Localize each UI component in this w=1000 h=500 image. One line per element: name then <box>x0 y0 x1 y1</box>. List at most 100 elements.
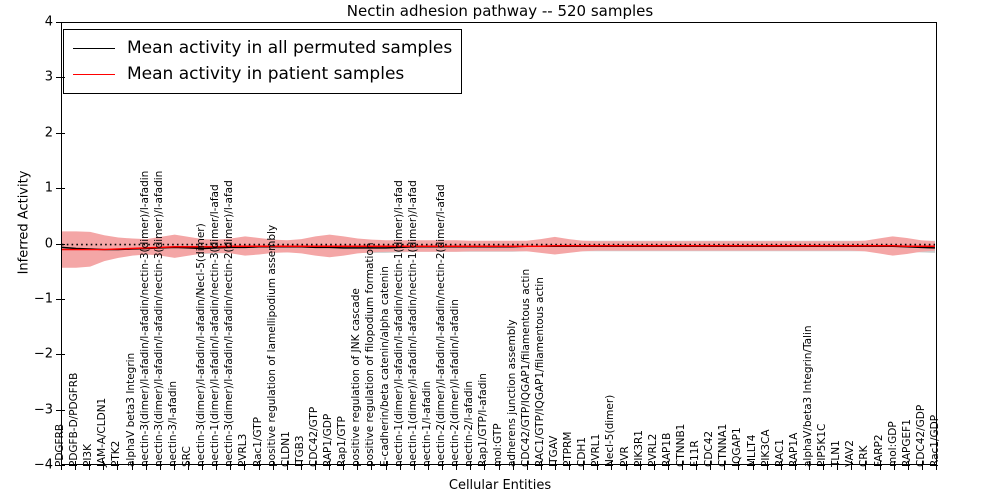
x-tick-mark-inner <box>667 461 669 465</box>
x-tick-mark-inner <box>258 461 260 465</box>
x-tick-mark-inner <box>526 461 528 465</box>
x-tick-mark <box>653 465 655 470</box>
x-tick-mark <box>399 465 401 470</box>
y-tick-mark-inner <box>61 465 65 466</box>
x-tick-label: alphaV/beta3 Integrin/Talin <box>801 325 814 467</box>
x-tick-mark <box>385 465 387 470</box>
x-tick-label: Rac1/GTP <box>251 417 264 467</box>
x-tick-label: positive regulation of lamellipodium ass… <box>265 224 278 467</box>
x-tick-mark <box>540 465 542 470</box>
x-tick-label: CRK <box>858 445 871 467</box>
x-tick-label: JAM-A/CLDN1 <box>96 397 109 467</box>
x-tick-mark <box>710 465 712 470</box>
x-tick-label: PI3K <box>82 444 95 467</box>
x-tick-mark <box>470 465 472 470</box>
x-tick-label: positive regulation of JNK cascade <box>350 288 363 467</box>
x-tick-mark <box>413 465 415 470</box>
y-tick-label: −3 <box>33 402 53 418</box>
x-tick-mark <box>794 465 796 470</box>
x-tick-mark-inner <box>117 461 119 465</box>
x-tick-label: VAV2 <box>844 440 857 467</box>
x-tick-mark-inner <box>371 461 373 465</box>
x-tick-mark-inner <box>681 461 683 465</box>
x-tick-mark-inner <box>300 461 302 465</box>
x-tick-mark-inner <box>540 461 542 465</box>
x-tick-mark-inner <box>272 461 274 465</box>
x-tick-mark-inner <box>780 461 782 465</box>
x-tick-mark-inner <box>413 461 415 465</box>
x-tick-label: positive regulation of filopodium format… <box>364 242 377 467</box>
x-tick-mark <box>639 465 641 470</box>
legend-label-patient: Mean activity in patient samples <box>127 64 405 84</box>
x-tick-label: nectin-3(dimer)/l-afadin/l-afadin/Necl-5… <box>195 223 208 467</box>
legend-swatch-patient <box>73 73 115 75</box>
x-tick-mark-inner <box>611 461 613 465</box>
x-tick-label: SRC <box>181 446 194 467</box>
x-tick-label: nectin-3/l-afadin <box>166 380 179 467</box>
x-tick-label: nectin-3(dimer)/l-afadin/l-afadin/nectin… <box>138 170 151 467</box>
x-tick-label: mol:GDP <box>886 421 899 467</box>
x-tick-mark-inner <box>893 461 895 465</box>
x-tick-label: IQGAP1 <box>731 427 744 467</box>
x-tick-mark <box>159 465 161 470</box>
x-tick-mark <box>286 465 288 470</box>
y-tick-label: 0 <box>44 236 53 251</box>
x-tick-label: nectin-2(dimer)/l-afadin/l-afadin <box>449 299 462 467</box>
x-tick-mark <box>851 465 853 470</box>
x-tick-mark-inner <box>343 461 345 465</box>
y-tick-mark <box>56 22 61 23</box>
y-tick-label: 1 <box>44 180 53 196</box>
x-tick-mark-inner <box>639 461 641 465</box>
x-tick-label: alphaV beta3 Integrin <box>124 352 137 467</box>
y-tick-mark-inner <box>61 409 65 411</box>
x-tick-label: CTNNB1 <box>674 423 687 467</box>
x-tick-label: RAP1/GDP <box>322 413 335 467</box>
x-tick-mark <box>936 465 937 470</box>
x-tick-mark <box>484 465 486 470</box>
x-tick-mark-inner <box>216 461 218 465</box>
x-tick-label: TLN1 <box>830 440 843 467</box>
legend: Mean activity in all permuted samples Me… <box>63 29 463 94</box>
x-tick-label: RAC1 <box>773 439 786 467</box>
x-tick-mark <box>145 465 147 470</box>
y-tick-label: −2 <box>33 346 53 362</box>
x-tick-mark-inner <box>286 461 288 465</box>
y-tick-mark <box>56 77 61 79</box>
x-tick-mark-inner <box>512 461 514 465</box>
x-tick-label: nectin-1(dimer)/l-afadin/l-afadin/nectin… <box>209 184 222 467</box>
x-tick-mark-inner <box>427 461 429 465</box>
x-tick-label: CDC42/GTP/IQGAP1/filamentous actin <box>519 268 532 467</box>
x-tick-label: F11R <box>689 440 702 467</box>
chart-title: Nectin adhesion pathway -- 520 samples <box>346 2 654 20</box>
y-tick-label: −4 <box>33 457 53 473</box>
y-tick-mark <box>56 243 61 245</box>
x-tick-mark <box>117 465 119 470</box>
y-tick-label: −1 <box>33 291 53 307</box>
x-tick-mark-inner <box>569 461 571 465</box>
x-tick-mark <box>427 465 429 470</box>
x-tick-mark-inner <box>766 461 768 465</box>
y-tick-mark-inner <box>61 77 65 79</box>
x-tick-label: PVR <box>618 446 631 467</box>
x-tick-mark-inner <box>442 461 444 465</box>
x-tick-mark-inner <box>879 461 881 465</box>
x-tick-label: RAP1A <box>787 432 800 467</box>
x-tick-label: PTPRM <box>562 431 575 467</box>
y-tick-label: 2 <box>44 125 53 141</box>
x-tick-mark <box>724 465 726 470</box>
patient-band <box>62 231 936 268</box>
x-tick-mark <box>583 465 585 470</box>
x-tick-label: nectin-3(dimer)/l-afadin/l-afadin/nectin… <box>152 170 165 467</box>
x-tick-label: PIP5K1C <box>816 423 829 467</box>
legend-item-patient: Mean activity in patient samples <box>73 61 452 87</box>
x-tick-mark-inner <box>738 461 740 465</box>
x-tick-mark <box>89 465 91 470</box>
y-tick-mark <box>56 354 61 356</box>
x-axis-label: Cellular Entities <box>448 478 552 493</box>
y-tick-mark-inner <box>61 132 65 134</box>
x-tick-mark-inner <box>710 461 712 465</box>
x-tick-mark-inner <box>625 461 627 465</box>
x-tick-mark-inner <box>456 461 458 465</box>
x-tick-mark-inner <box>159 461 161 465</box>
x-tick-mark-inner <box>851 461 853 465</box>
